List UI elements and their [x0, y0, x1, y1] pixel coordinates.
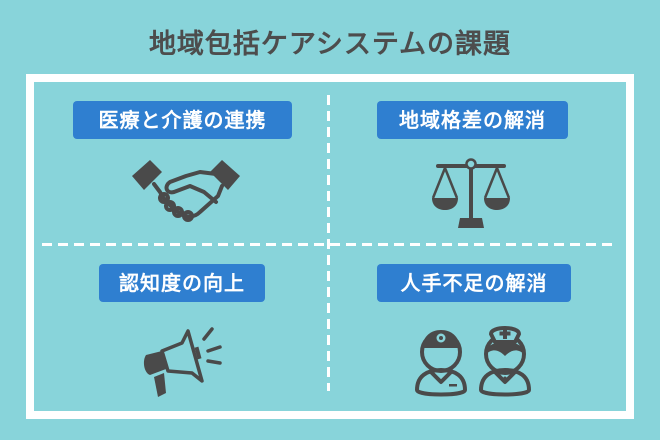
doctor-nurse-icon [413, 318, 533, 398]
quadrant-label-care-coordination: 医療と介護の連携 [73, 101, 292, 139]
handshake-icon [130, 158, 242, 226]
quadrant-label-regional-disparity: 地域格差の解消 [377, 101, 568, 139]
megaphone-icon [140, 325, 224, 401]
scales-icon [430, 158, 512, 230]
quadrant-label-awareness: 認知度の向上 [99, 264, 265, 302]
page-title: 地域包括ケアシステムの課題 [148, 29, 512, 60]
quadrant-frame [26, 74, 634, 419]
quadrant-label-staff-shortage: 人手不足の解消 [377, 264, 571, 302]
vertical-divider [327, 95, 330, 391]
